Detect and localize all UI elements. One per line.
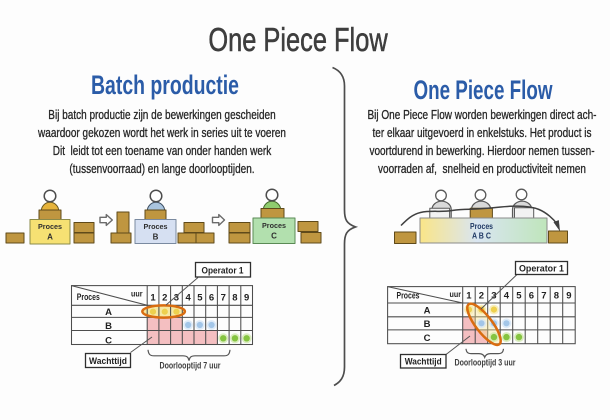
svg-text:A: A [47,233,53,242]
svg-text:C: C [105,336,112,347]
svg-text:Proces: Proces [470,222,493,231]
svg-text:Operator 1: Operator 1 [519,264,565,275]
svg-text:Proces: Proces [38,222,62,231]
svg-text:Proces: Proces [144,222,168,231]
svg-text:5: 5 [516,291,522,302]
svg-text:1: 1 [466,291,472,302]
svg-text:A: A [105,307,112,318]
svg-text:Proces: Proces [397,291,420,301]
svg-text:A B C: A B C [472,232,491,241]
svg-text:Doorlooptijd 3 uur: Doorlooptijd 3 uur [455,358,516,368]
svg-text:B: B [424,319,431,330]
svg-text:3: 3 [174,293,179,304]
svg-text:8: 8 [554,291,559,302]
svg-text:A: A [424,306,431,317]
svg-text:1: 1 [150,293,156,304]
svg-text:6: 6 [529,291,534,302]
svg-text:9: 9 [566,291,571,302]
svg-text:7: 7 [541,291,546,302]
svg-text:uur: uur [450,290,462,299]
svg-text:C: C [271,232,277,241]
svg-text:Operator 1: Operator 1 [202,266,245,277]
svg-text:Proces: Proces [262,221,286,230]
svg-text:uur: uur [131,290,143,299]
svg-text:2: 2 [162,293,167,304]
svg-text:9: 9 [244,293,249,304]
svg-text:Wachttijd: Wachttijd [405,357,442,368]
svg-text:B: B [105,321,112,332]
svg-text:4: 4 [504,291,510,302]
svg-text:7: 7 [221,293,226,304]
svg-text:2: 2 [479,291,484,302]
svg-text:8: 8 [232,293,237,304]
svg-text:5: 5 [197,293,203,304]
svg-text:Proces: Proces [77,292,100,302]
svg-text:Wachttijd: Wachttijd [89,356,127,367]
svg-text:4: 4 [186,293,192,304]
svg-text:B: B [153,233,159,242]
svg-text:C: C [424,333,431,344]
svg-text:Doorlooptijd 7 uur: Doorlooptijd 7 uur [160,361,221,371]
svg-text:6: 6 [209,293,214,304]
